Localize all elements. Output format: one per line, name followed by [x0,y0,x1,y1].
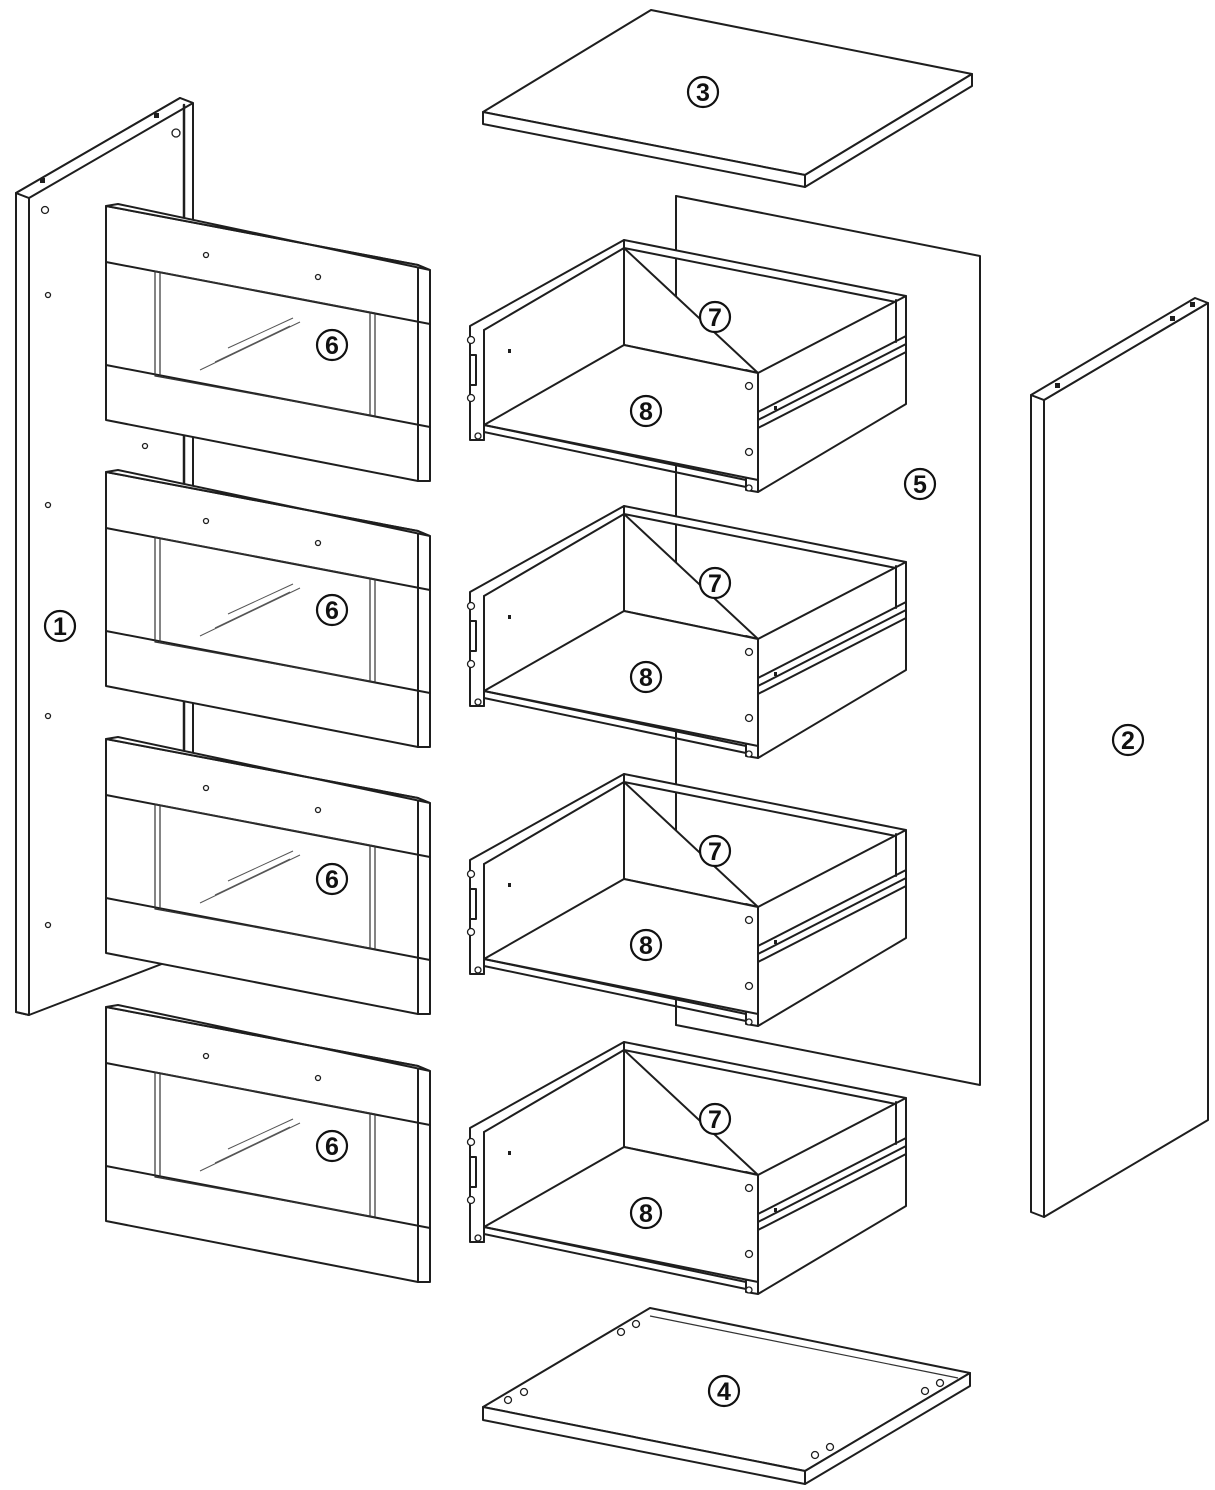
callout-7-d-label: 7 [708,1106,722,1134]
callout-7-c-label: 7 [708,838,722,866]
callout-4-label: 4 [717,1378,731,1406]
callout-1: 1 [43,609,77,643]
callout-6-a-label: 6 [325,332,339,360]
callout-5: 5 [903,467,937,501]
callout-8-c: 8 [629,928,663,962]
callout-8-a: 8 [629,394,663,428]
callout-3-label: 3 [696,79,710,107]
callout-7-b: 7 [698,566,732,600]
callout-8-d: 8 [629,1196,663,1230]
callout-2-label: 2 [1121,727,1135,755]
callout-8-d-label: 8 [639,1200,653,1228]
callout-8-b: 8 [629,660,663,694]
callout-5-label: 5 [913,471,927,499]
drawer-boxes [466,239,907,1295]
callout-7-d: 7 [698,1102,732,1136]
callout-8-a-label: 8 [639,398,653,426]
callout-7-b-label: 7 [708,570,722,598]
drawer-front [105,203,431,482]
callout-6-a: 6 [315,328,349,362]
callout-8-c-label: 8 [639,932,653,960]
callout-7-c: 7 [698,834,732,868]
top-panel [482,9,973,188]
callout-6-b: 6 [315,593,349,627]
callout-6-c: 6 [315,862,349,896]
callout-7-a: 7 [698,300,732,334]
callout-2: 2 [1111,723,1145,757]
drawer-box [466,239,907,493]
callout-4: 4 [707,1374,741,1408]
callout-6-b-label: 6 [325,597,339,625]
callout-8-b-label: 8 [639,664,653,692]
side-panel-right [1030,297,1209,1218]
drawer-fronts [105,203,431,1283]
callout-1-label: 1 [53,613,67,641]
callout-7-a-label: 7 [708,304,722,332]
callout-6-c-label: 6 [325,866,339,894]
callout-6-d: 6 [315,1129,349,1163]
callout-3: 3 [686,75,720,109]
callout-6-d-label: 6 [325,1133,339,1161]
